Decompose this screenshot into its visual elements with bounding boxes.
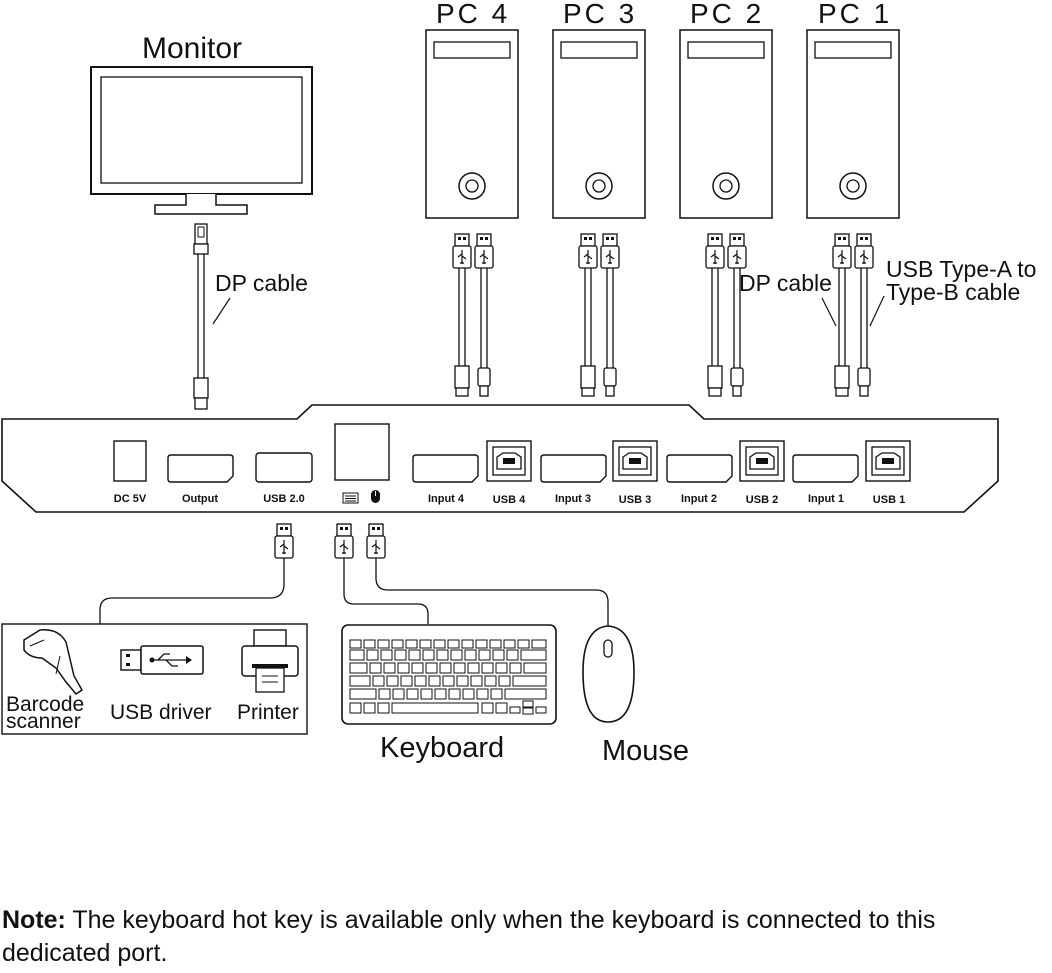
usb-peripheral-cable-icon bbox=[99, 523, 294, 624]
pc2-tower-icon bbox=[679, 29, 773, 219]
usb3-label: USB 3 bbox=[619, 494, 651, 506]
input4-dp-port bbox=[412, 454, 479, 483]
note-body: The keyboard hot key is available only w… bbox=[2, 906, 936, 967]
usb4-label: USB 4 bbox=[493, 494, 526, 506]
monitor-label: Monitor bbox=[142, 32, 242, 65]
printer-label: Printer bbox=[237, 701, 299, 724]
keyboard-label: Keyboard bbox=[380, 732, 504, 764]
mouse-port-icon bbox=[371, 490, 380, 503]
output-dp-port bbox=[167, 454, 234, 483]
printer-icon bbox=[241, 629, 299, 693]
input3-dp-port bbox=[540, 454, 607, 483]
pc4-tower-icon bbox=[425, 29, 519, 219]
mouse-icon bbox=[582, 625, 635, 723]
dp-cable-monitor-icon bbox=[193, 223, 231, 410]
dc5v-port bbox=[113, 440, 147, 482]
usb-cable-pointer bbox=[869, 295, 885, 327]
usb1-port bbox=[865, 440, 911, 482]
pc4-label: PC 4 bbox=[436, 0, 510, 29]
usb20-label: USB 2.0 bbox=[263, 493, 305, 505]
dp-cable-label-left: DP cable bbox=[215, 270, 308, 296]
pc4-cables-icon bbox=[453, 234, 493, 396]
usb-driver-icon bbox=[120, 645, 204, 675]
pc1-tower-icon bbox=[806, 29, 900, 219]
monitor-icon bbox=[90, 66, 313, 215]
usb2-port bbox=[739, 440, 785, 482]
input3-label: Input 3 bbox=[555, 493, 591, 505]
barcode-label-line1: Barcode bbox=[6, 693, 84, 716]
input1-label: Input 1 bbox=[808, 493, 844, 505]
pc1-cables-icon bbox=[833, 234, 873, 396]
note-text: Note: The keyboard hot key is available … bbox=[2, 904, 1042, 970]
dp-cable-label-right: DP cable bbox=[739, 270, 832, 296]
pc3-tower-icon bbox=[552, 29, 646, 219]
dp-cable-pointer bbox=[821, 297, 837, 327]
usb1-label: USB 1 bbox=[873, 494, 905, 506]
barcode-label-line2: scanner bbox=[6, 710, 81, 733]
usb4-port bbox=[486, 440, 532, 482]
usb20-port bbox=[255, 452, 313, 483]
pc2-label: PC 2 bbox=[690, 0, 764, 29]
input2-dp-port bbox=[666, 454, 733, 483]
mouse-cable-icon bbox=[366, 523, 609, 626]
pc3-cables-icon bbox=[579, 234, 619, 396]
note-bold-label: Note: bbox=[2, 906, 66, 934]
pc2-cables-icon bbox=[706, 234, 746, 396]
pc1-label: PC 1 bbox=[818, 0, 892, 29]
input2-label: Input 2 bbox=[681, 493, 717, 505]
keyboard-mouse-port bbox=[334, 423, 390, 481]
usb-cable-label-line1: USB Type-A to bbox=[886, 256, 1036, 282]
keyboard-port-icon bbox=[342, 492, 359, 504]
keyboard-cable-icon bbox=[334, 523, 429, 624]
output-label: Output bbox=[182, 493, 218, 505]
usb-cable-label-line2: Type-B cable bbox=[886, 279, 1020, 305]
mouse-label: Mouse bbox=[602, 735, 689, 767]
usb2-label: USB 2 bbox=[746, 494, 778, 506]
input4-label: Input 4 bbox=[428, 493, 465, 505]
keyboard-icon bbox=[341, 624, 557, 725]
pc3-label: PC 3 bbox=[563, 0, 637, 29]
input1-dp-port bbox=[792, 454, 859, 483]
barcode-scanner-icon bbox=[23, 629, 83, 695]
dc5v-label: DC 5V bbox=[114, 493, 147, 505]
usb-driver-label: USB driver bbox=[110, 701, 212, 724]
usb3-port bbox=[612, 440, 658, 482]
